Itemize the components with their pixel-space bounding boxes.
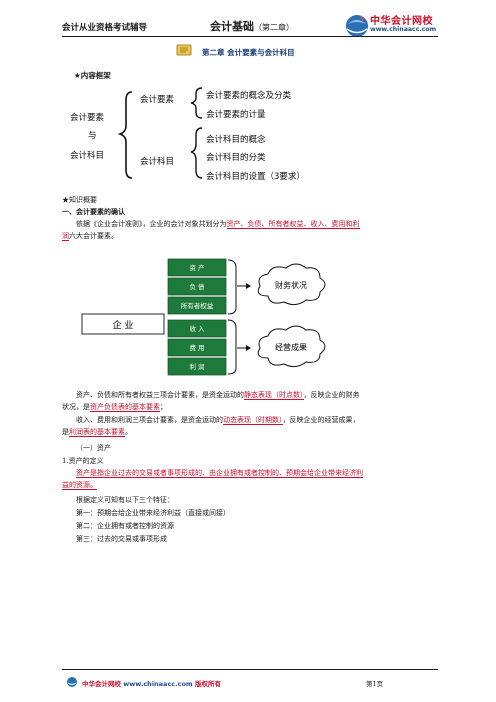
footer-brand: 中华会计网校 www.chinaacc.com 版权所有 (82, 678, 221, 688)
overview-label: ★知识概要 (62, 196, 97, 204)
header-chapter: （第二章） (254, 23, 294, 32)
para3-text-a: 收入、费用和利润三项会计要素，是资金运动的 (76, 416, 223, 424)
asset-definition: 资产是指企业过去的交易或者事项形成的、由企业拥有或者控制的、预期会给企业带来经济… (62, 467, 442, 491)
cloud-label-financial-position: 财务状况 (275, 280, 307, 290)
paragraph-3: 收入、费用和利润三项会计要素，是资金运动的动态表现（时期数），反映企业的经营成果… (62, 414, 442, 438)
element-label-assets: 资 产 (189, 263, 205, 272)
para3-text-d: 是 (62, 428, 69, 436)
arrow-right-icon (246, 345, 251, 351)
cloud-label-operating-results: 经营成果 (275, 342, 307, 352)
element-label-profit: 利 润 (189, 362, 204, 371)
logo-name: 中华会计网校 (370, 16, 433, 27)
para1-highlight-b: 润 (62, 232, 69, 241)
bracket-dynamic (227, 319, 237, 375)
tree-brace-accounts (190, 127, 203, 179)
para3-text-f: 。 (125, 428, 132, 436)
tree-leaf-4: 会计科目的分类 (206, 152, 266, 163)
paragraph-1: 依据《企业会计准则》，企业的会计对象共划分为资产、负债、所有者权益、收入、费用和… (62, 218, 440, 242)
element-label-liabilities: 负 债 (189, 282, 205, 291)
para3-highlight-b: 利润表的基本要素 (69, 428, 125, 437)
element-label-revenue: 收 入 (189, 324, 205, 333)
para1-text-d: 六大会计要素。 (69, 232, 118, 240)
enterprise-label: 企 业 (113, 319, 134, 331)
framework-label: ★内容框架 (74, 71, 111, 80)
footer-brand-name: 中华会计网校 (82, 680, 121, 688)
para2-text-a: 资产、负债和所有者权益三项会计要素，是资金运动的 (76, 391, 244, 399)
header-course: 会计基础 (210, 20, 254, 33)
element-label-expenses: 费 用 (189, 343, 204, 352)
enterprise-box (81, 313, 165, 335)
footer-rights: 版权所有 (194, 680, 221, 688)
para2-text-c: ，反映企业的财务 (303, 391, 360, 399)
cloud-operating-results (257, 325, 326, 368)
para2-highlight-a: 静态表现（时点数） (244, 391, 304, 400)
element-box-expenses (167, 338, 227, 357)
tree-root-line2: 与 (88, 131, 97, 141)
feature-item-1: 第一：预期会给企业带来经济利益（直接或间接） (76, 509, 230, 517)
para1-highlight-a: 资产、负债、所有者权益、收入、费用和利 (226, 220, 360, 229)
para2-text-f: ； (160, 403, 167, 411)
element-box-liabilities (167, 277, 227, 296)
element-label-equity: 所有者权益 (181, 301, 214, 310)
features-intro: 根据定义可知有以下三个特征： (76, 496, 174, 504)
bracket-static (227, 259, 237, 315)
element-box-assets (167, 258, 227, 277)
arrow-right-icon (246, 283, 251, 289)
asset-definition-heading: 1.资产的定义 (62, 457, 104, 465)
subsection-assets: （一）资产 (76, 444, 111, 452)
tree-leaf-5: 会计科目的设置（3要求） (206, 171, 305, 182)
element-box-revenue (167, 319, 227, 338)
header-center-title: 会计基础（第二章） (210, 18, 294, 34)
para3-highlight-a: 动态表现（时期数） (223, 416, 283, 425)
footer-globe-icon (67, 677, 77, 687)
paragraph-2: 资产、负债和所有者权益三项会计要素，是资金运动的静态表现（时点数），反映企业的财… (62, 389, 442, 413)
element-diagram: 企 业 资 产 负 债 所有者权益 收 入 费 用 利 润 财务状况 经营成果 (81, 258, 326, 376)
asset-definition-line2: 益的资源。 (62, 481, 97, 490)
chapter-title: 第二章 会计要素与会计科目 (202, 48, 295, 57)
concept-tree-diagram: 会计要素 与 会计科目 会计要素 会计科目 会计要素的概念及分类 会计要素的计量… (70, 87, 305, 182)
para3-text-c: ，反映企业的经营成果， (282, 416, 360, 424)
tree-leaf-2: 会计要素的计量 (206, 109, 266, 120)
logo-globe-icon (346, 15, 368, 37)
tree-branch-accounts: 会计科目 (140, 156, 174, 167)
tree-leaf-3: 会计科目的概念 (206, 134, 266, 145)
tree-branch-elements: 会计要素 (140, 94, 175, 105)
page-number: 第1页 (366, 680, 384, 688)
notebook-icon (176, 44, 192, 56)
para2-text-d: 状况，是 (62, 403, 90, 411)
element-box-equity (167, 296, 227, 315)
para1-text-a: 依据《企业会计准则》，企业的会计对象共划分为 (76, 220, 227, 228)
feature-item-3: 第三：过去的交易或事项形成 (76, 535, 167, 543)
tree-root-line1: 会计要素 (70, 112, 105, 123)
section-title-1: 一、会计要素的确认 (62, 208, 125, 216)
tree-brace-elements (190, 87, 203, 119)
header-left-title: 会计从业资格考试辅导 (62, 23, 148, 33)
logo-url: www.chinaacc.com (370, 26, 437, 33)
element-box-profit (167, 357, 227, 376)
cloud-financial-position (257, 263, 326, 306)
feature-item-2: 第二：企业拥有或者控制的资源 (76, 522, 174, 530)
header-divider (62, 36, 438, 37)
tree-leaf-1: 会计要素的概念及分类 (206, 90, 292, 101)
para2-highlight-b: 资产负债表的基本要素 (90, 403, 160, 412)
tree-brace-root (117, 91, 133, 179)
footer-url: www.chinaacc.com (123, 680, 193, 688)
asset-definition-line1: 资产是指企业过去的交易或者事项形成的、由企业拥有或者控制的、预期会给企业带来经济… (76, 469, 363, 478)
tree-root-line3: 会计科目 (70, 150, 104, 161)
footer-divider (62, 669, 438, 670)
